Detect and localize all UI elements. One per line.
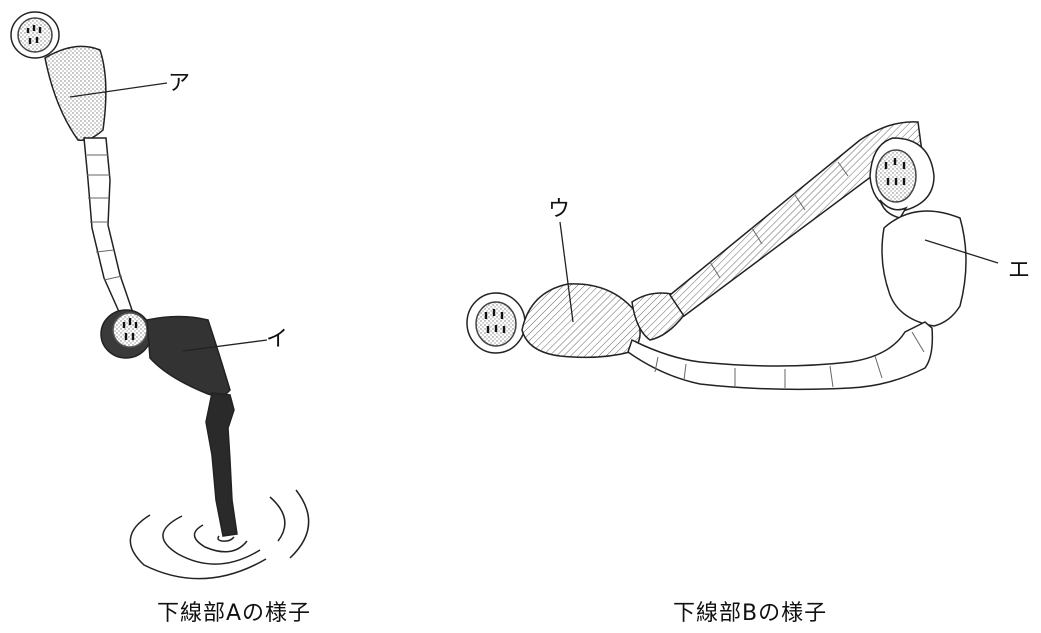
figure-a-part-i xyxy=(146,315,231,399)
figure-a-top-cap xyxy=(10,11,60,59)
figure-a xyxy=(10,11,310,580)
label-e: エ xyxy=(1008,258,1030,283)
figure-a-water-ripples xyxy=(129,489,310,580)
figure-a-caption: 下線部Aの様子 xyxy=(157,601,312,626)
label-a: ア xyxy=(168,71,190,96)
figure-b-lower-stem xyxy=(627,321,934,391)
figure-b xyxy=(466,121,999,391)
figure-a-upper-stem xyxy=(83,137,133,315)
label-u: ウ xyxy=(548,197,570,222)
figure-b-left-cap xyxy=(466,292,526,354)
figure-b-right-cap xyxy=(869,137,935,219)
figure-b-part-u xyxy=(521,283,641,359)
figure-b-caption: 下線部Bの様子 xyxy=(673,601,828,626)
figure-a-middle-cap xyxy=(100,309,152,359)
label-i: イ xyxy=(266,327,288,352)
figure-b-connector xyxy=(631,292,685,341)
figure-b-part-e xyxy=(881,210,967,327)
figure-a-lower-stem xyxy=(205,392,238,537)
figure-a-part-a xyxy=(44,45,107,142)
